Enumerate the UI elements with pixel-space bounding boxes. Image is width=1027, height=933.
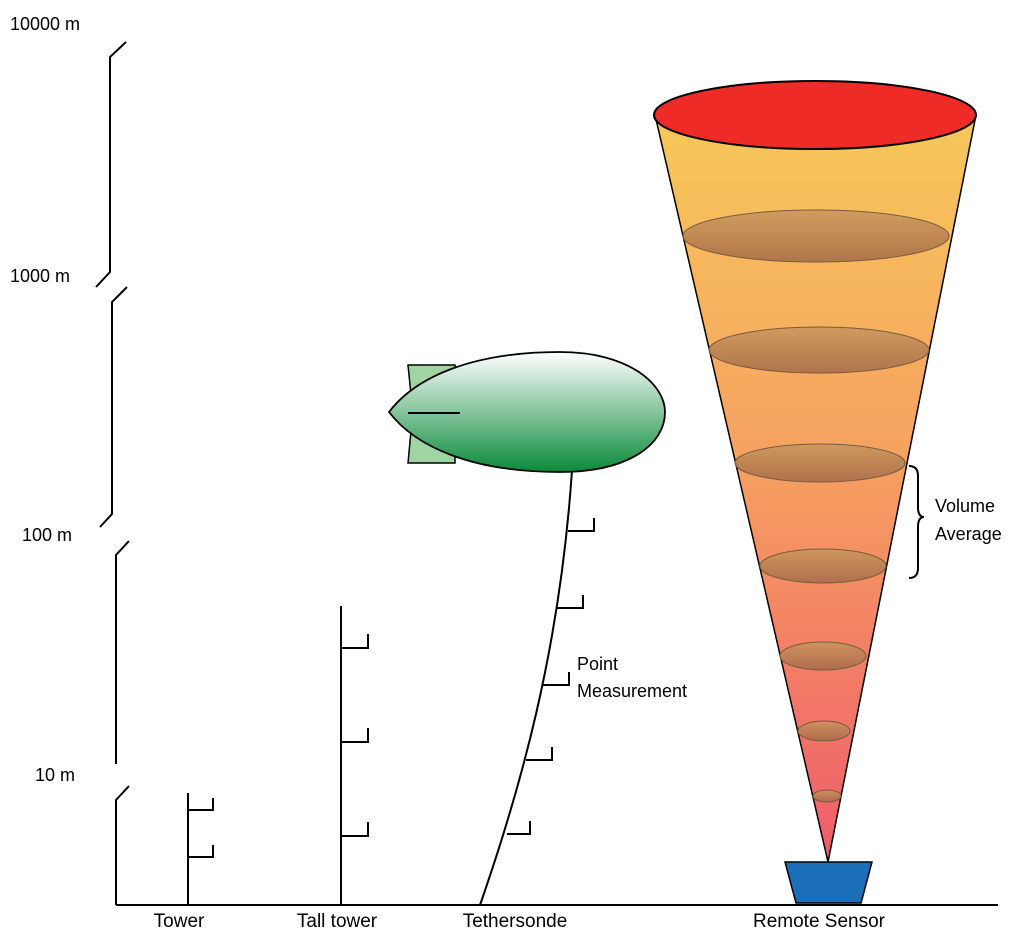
slice-disc bbox=[759, 548, 887, 584]
slice-disc bbox=[779, 641, 867, 671]
point-measurement-label-line1: Point bbox=[577, 654, 618, 674]
tall-tower-mast bbox=[340, 606, 369, 905]
label-tall-tower: Tall tower bbox=[297, 911, 378, 932]
tether-line bbox=[479, 469, 595, 906]
remote-sensor-base bbox=[784, 861, 873, 904]
axis-label-100m: 100 m bbox=[22, 525, 72, 545]
tower-mast bbox=[187, 793, 214, 905]
point-measurement-label-line2: Measurement bbox=[577, 681, 687, 701]
cone-cap bbox=[653, 80, 977, 150]
volume-brace bbox=[908, 465, 925, 579]
label-remote-sensor: Remote Sensor bbox=[753, 911, 886, 932]
slice-disc bbox=[812, 789, 842, 803]
label-tower: Tower bbox=[154, 911, 205, 932]
slice-disc bbox=[797, 720, 851, 742]
slice-disc bbox=[682, 209, 950, 263]
blimp-body bbox=[387, 351, 666, 473]
blimp bbox=[387, 351, 666, 473]
volume-average-label-line2: Average bbox=[935, 524, 1002, 544]
height-axis bbox=[95, 41, 130, 905]
slice-disc bbox=[708, 326, 930, 374]
volume-average-label-line1: Volume bbox=[935, 496, 995, 516]
label-tethersonde: Tethersonde bbox=[463, 911, 568, 932]
axis-label-1000m: 1000 m bbox=[10, 266, 70, 286]
axis-label-10m: 10 m bbox=[35, 765, 75, 785]
slice-disc bbox=[734, 443, 906, 483]
axis-label-10000m: 10000 m bbox=[10, 14, 80, 34]
remote-sensor-cone bbox=[653, 80, 977, 863]
